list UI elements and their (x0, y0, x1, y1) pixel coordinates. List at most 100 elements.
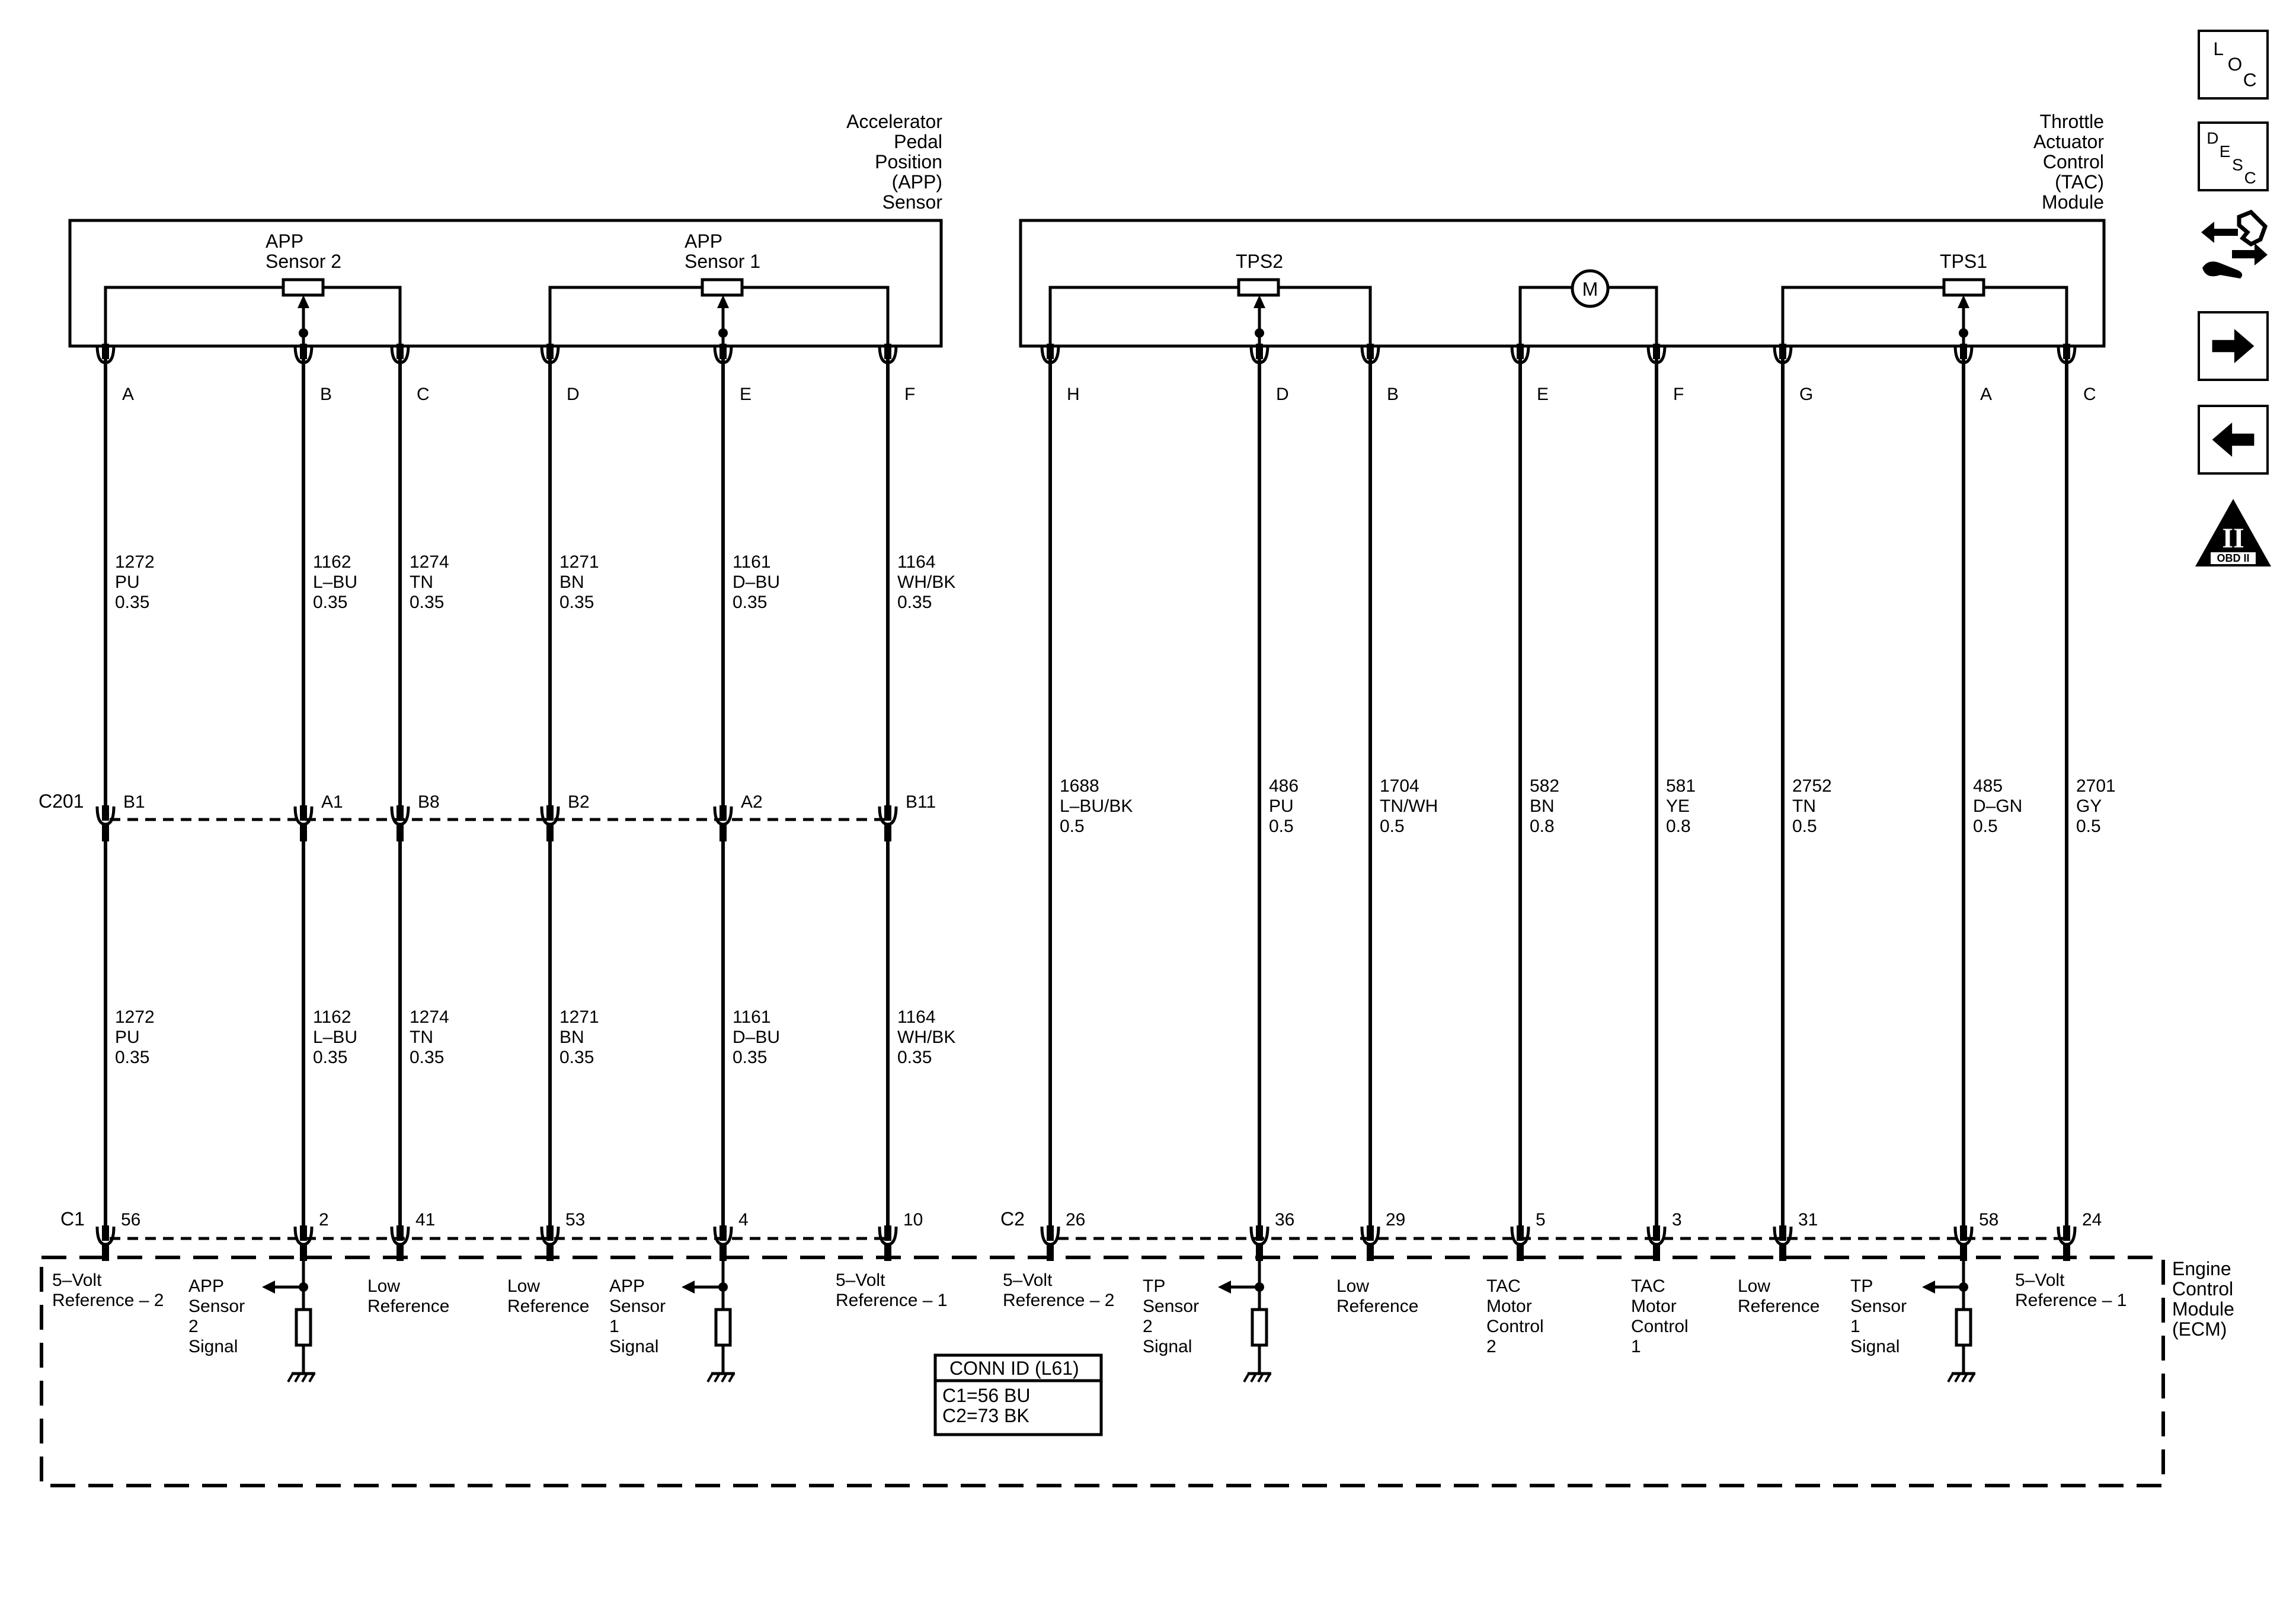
app-title-line-2: Pedal (894, 131, 942, 152)
app-sensor-2: APP Sensor 2 (104, 231, 402, 347)
tps1-label: TPS1 (1940, 251, 1987, 272)
ecm-pin: 31 (1798, 1210, 1818, 1230)
wire-gauge: 0.5 (1792, 817, 1817, 836)
tac-title-line-2: Actuator (2033, 131, 2105, 152)
loc-letter-l: L (2213, 38, 2224, 59)
signal-input-circuit (1218, 1261, 1271, 1382)
ecm-title-line-2: Control (2172, 1278, 2233, 1299)
description-icon[interactable]: D E S C (2198, 121, 2269, 191)
previous-page-icon[interactable] (2198, 405, 2269, 475)
desc-letter-s: S (2232, 155, 2243, 174)
signal-input-circuit (262, 1261, 315, 1382)
ecm-title-line-4: (ECM) (2172, 1318, 2227, 1340)
wire-color-lower: PU (115, 1028, 140, 1047)
wire-color: PU (1269, 796, 1294, 816)
loc-letter-o: O (2228, 53, 2243, 75)
tps2-label: TPS2 (1236, 251, 1283, 272)
c201-pin: A1 (321, 792, 343, 812)
obd-ii-icon[interactable]: II OBD II (2193, 497, 2273, 570)
desc-letter-e: E (2220, 142, 2231, 161)
service-repair-icon[interactable] (2196, 209, 2272, 282)
pin-letter: C (2083, 385, 2096, 404)
circuit-number-lower: 1271 (559, 1007, 599, 1027)
ecm-pin: 3 (1672, 1210, 1682, 1230)
tac-title-line-5: Module (2042, 191, 2104, 213)
ecm-function-label: Signal (1850, 1337, 1900, 1356)
wire-color: PU (115, 572, 140, 592)
ecm-function-label: Reference – 1 (836, 1291, 947, 1310)
ecm-function-label: 5–Volt (1003, 1270, 1053, 1290)
wire-color: TN/WH (1380, 796, 1438, 816)
pin-letter: D (567, 385, 580, 404)
ecm-pin: 58 (1979, 1210, 1998, 1230)
ecm-function-label: TAC (1631, 1276, 1665, 1296)
pin-letter: D (1276, 385, 1289, 404)
ecm-internal-circuits (262, 1261, 1975, 1382)
pin-letter: B (320, 385, 332, 404)
tps1-sensor: TPS1 (1781, 251, 2068, 347)
tac-title-line-4: (TAC) (2055, 171, 2104, 193)
wire-color: GY (2076, 796, 2102, 816)
ecm-function-label: 5–Volt (2015, 1270, 2065, 1290)
circuit-number: 486 (1269, 776, 1299, 796)
ecm-function-label: Low (367, 1276, 400, 1296)
app-sensor-1-label-1: APP (685, 231, 722, 252)
ecm-pin: 26 (1066, 1210, 1085, 1230)
wire-color: L–BU (313, 572, 357, 592)
ecm-function-label: 5–Volt (52, 1270, 102, 1290)
circuit-number: 1688 (1060, 776, 1099, 796)
wire-gauge: 0.8 (1530, 817, 1555, 836)
ecm-function-label: Signal (1143, 1337, 1192, 1356)
desc-letter-c: C (2244, 169, 2256, 187)
circuit-number-lower: 1164 (897, 1007, 936, 1027)
wire-gauge: 0.5 (1973, 817, 1998, 836)
circuit-number: 1272 (115, 552, 155, 572)
next-page-icon[interactable] (2198, 311, 2269, 381)
ecm-function-label: Reference – 1 (2015, 1291, 2126, 1310)
ecm-function-label: Low (1336, 1276, 1369, 1296)
app-sensor-2-label-2: Sensor 2 (266, 251, 341, 272)
ecm-pin: 2 (319, 1210, 329, 1230)
ecm-function-label: 5–Volt (836, 1270, 885, 1290)
ecm-function-label: Reference (507, 1297, 589, 1316)
app-sensor-1: APP Sensor 1 (548, 231, 890, 347)
ecm-function-label: 1 (1850, 1317, 1860, 1336)
ecm-function-label: 2 (1143, 1317, 1153, 1336)
wire-color: YE (1666, 796, 1690, 816)
app-sensor-box (68, 219, 943, 348)
c201-pin: A2 (741, 792, 763, 812)
ecm-function-label: Motor (1631, 1297, 1677, 1316)
ecm-function-label: Signal (609, 1337, 658, 1356)
wire-gauge: 0.5 (2076, 817, 2101, 836)
ecm-function-label: TAC (1486, 1276, 1521, 1296)
wires-layer: A1272PU0.35B11272PU0.35565–VoltReference… (52, 344, 2126, 1356)
ecm-pin: 36 (1275, 1210, 1294, 1230)
c201-pin: B2 (568, 792, 590, 812)
ecm-function-label: APP (609, 1276, 645, 1296)
ecm-function-label: Reference (1738, 1297, 1819, 1316)
ecm-pin: 29 (1386, 1210, 1405, 1230)
pin-letter: E (740, 385, 752, 404)
location-icon[interactable]: L O C (2198, 30, 2269, 100)
circuit-number-lower: 1274 (410, 1007, 449, 1027)
ecm-function-label: Reference (1336, 1297, 1418, 1316)
app-title-line-5: Sensor (882, 191, 943, 213)
wire-gauge-lower: 0.35 (410, 1048, 444, 1067)
ecm-function-label: Sensor (1143, 1297, 1199, 1316)
wire-color: D–BU (733, 572, 780, 592)
wire-1: A1272PU0.35B11272PU0.35565–VoltReference… (52, 356, 164, 1310)
conn-id-table: CONN ID (L61) C1=56 BU C2=73 BK (933, 1353, 1103, 1436)
tac-module-box (1019, 219, 2106, 348)
signal-input-circuit (682, 1261, 735, 1382)
app-sensor-title: Accelerator Pedal Position (APP) Sensor (846, 111, 942, 213)
pin-letter: F (1673, 385, 1684, 404)
wire-gauge: 0.5 (1269, 817, 1294, 836)
wire-gauge: 0.35 (897, 593, 932, 612)
circuit-number: 2701 (2076, 776, 2116, 796)
ecm-function-label: 2 (1486, 1337, 1496, 1356)
ecm-function-label: Low (507, 1276, 540, 1296)
pin-letter: G (1799, 385, 1813, 404)
